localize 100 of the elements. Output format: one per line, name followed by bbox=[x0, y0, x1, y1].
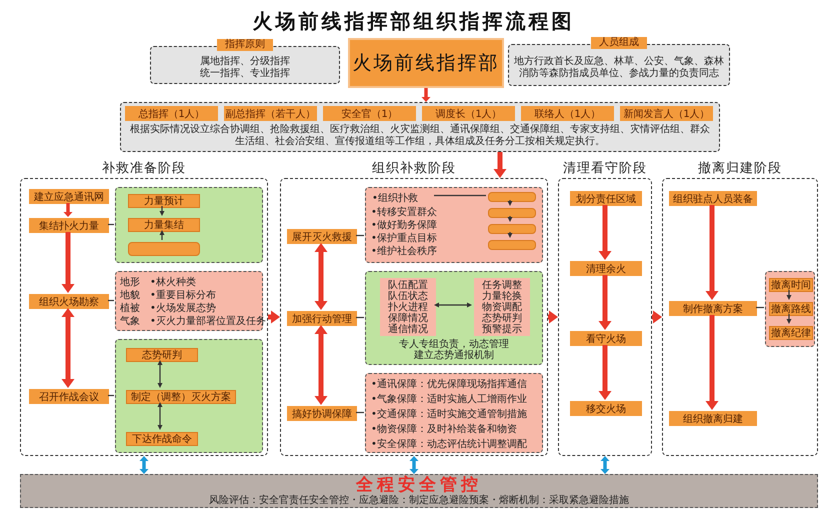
step-box bbox=[488, 224, 536, 234]
info-text: 地形 bbox=[120, 276, 141, 289]
role-band bbox=[120, 102, 720, 152]
process-box: 组织驻点人员装备 bbox=[669, 191, 757, 206]
step-box: 力量预计 bbox=[128, 194, 200, 208]
process-box: 搞好协调保障 bbox=[287, 406, 357, 421]
bullet-item: •物资保障：及时补给装备和物资 bbox=[371, 422, 518, 437]
arrow bbox=[158, 360, 162, 388]
info-text: 属地指挥、分级指挥 bbox=[200, 56, 290, 68]
bullet-item: •转移安置群众 bbox=[371, 206, 438, 219]
step-box: 力量集结 bbox=[128, 218, 200, 232]
connector-line bbox=[108, 300, 114, 302]
bullet-item: •安全保障：动态评估统计调整调配 bbox=[371, 438, 528, 452]
description-text: 根据实际情况设立综合协调组、抢险救援组、医疗救治组、火灾监测组、通讯保障组、交通保障组、专家支持组、灾情评估组、群众生活组、社会治安组、宣传报道组等工作组，具体组成及任务分工按相关规定执行。 bbox=[129, 124, 711, 148]
step-box: 撤离时间 bbox=[769, 278, 813, 292]
arrow bbox=[268, 312, 280, 322]
panel-tag: 人员组成 bbox=[591, 37, 647, 49]
info-text: 地方行政首长及应急、林草、公安、气象、森林消防等森防指成员单位、参战力量的负责同志 bbox=[513, 56, 725, 80]
phase-heading: 清理看守阶段 bbox=[563, 160, 647, 177]
info-column: 队伍配置 队伍状态 扑火进程 保障情况 通信情况 bbox=[380, 278, 436, 336]
info-text: •灭火力量部署位置及任务 bbox=[150, 315, 266, 328]
process-box: 召开作战会议 bbox=[29, 389, 109, 404]
phase-heading: 补救准备阶段 bbox=[102, 160, 186, 177]
process-box: 加强行动管理 bbox=[287, 311, 357, 326]
connector-line bbox=[108, 224, 114, 226]
connector-line bbox=[356, 316, 364, 318]
task-panel bbox=[765, 271, 815, 347]
connector-line bbox=[434, 194, 486, 196]
arrow bbox=[786, 314, 792, 324]
phase-heading: 撤离归建阶段 bbox=[698, 160, 782, 177]
info-text: 气象 bbox=[120, 315, 141, 328]
arrow bbox=[160, 206, 164, 216]
step-box: 下达作战命令 bbox=[126, 432, 198, 446]
info-text: 植被 bbox=[120, 302, 141, 315]
arrow bbox=[508, 216, 512, 222]
connector-line bbox=[108, 394, 114, 396]
arrow bbox=[434, 302, 472, 308]
process-box: 清理余火 bbox=[570, 261, 642, 276]
task-panel bbox=[115, 187, 263, 263]
connector-line bbox=[356, 234, 364, 236]
bullet-item: •维护社会秩序 bbox=[371, 245, 438, 258]
bullet-item: •组织扑救 bbox=[372, 193, 436, 205]
arrow bbox=[508, 200, 512, 206]
process-box: 集结扑火力量 bbox=[29, 218, 109, 233]
bullet-item: •交通保障：适时实施交通管制措施 bbox=[371, 408, 528, 422]
info-text: •重要目标分布 bbox=[150, 289, 217, 302]
info-text: •林火种类 bbox=[150, 276, 197, 289]
arrow bbox=[600, 205, 610, 260]
process-box: 看守火场 bbox=[570, 331, 642, 346]
phase-heading: 组织补救阶段 bbox=[372, 160, 456, 177]
connector-line bbox=[356, 412, 364, 414]
step-box: 撤离路线 bbox=[769, 302, 813, 316]
process-box: 展开灭火救援 bbox=[287, 229, 357, 244]
band-title: 全程安全管控 bbox=[356, 476, 482, 494]
process-box: 组织火场勘察 bbox=[29, 294, 109, 309]
role-tag: 副总指挥（若干人） bbox=[224, 106, 317, 121]
step-box: 撤离纪律 bbox=[769, 326, 813, 340]
arrow bbox=[600, 345, 610, 400]
step-box: 态势研判 bbox=[126, 348, 198, 362]
role-tag: 安全官（1） bbox=[323, 106, 416, 121]
arrow bbox=[412, 456, 416, 474]
info-text: •火场发展态势 bbox=[150, 302, 217, 315]
description-text: 风险评估：安全官责任安全管控・应急避险：制定应急避险预案・熔断机制：采取紧急避险措施 bbox=[209, 494, 629, 506]
arrow bbox=[708, 315, 716, 410]
step-box bbox=[488, 192, 536, 202]
arrow bbox=[424, 88, 428, 102]
arrow bbox=[508, 232, 512, 238]
role-tag: 调度长（1人） bbox=[422, 106, 515, 121]
note-text: 专人专组负责，动态管理 bbox=[399, 339, 509, 350]
arrow bbox=[316, 243, 326, 310]
arrow bbox=[142, 456, 146, 474]
arrow bbox=[602, 456, 608, 474]
task-panel bbox=[365, 373, 543, 453]
command-box: 火场前线指挥部 bbox=[348, 38, 504, 88]
process-box: 移交火场 bbox=[570, 401, 642, 416]
process-box: 制作撤离方案 bbox=[669, 301, 757, 316]
step-box: 制定（调整）灭火方案 bbox=[126, 390, 236, 404]
bullet-item: •气象保障：适时实施人工增雨作业 bbox=[371, 392, 528, 407]
process-box: 划分责任区域 bbox=[570, 191, 642, 206]
role-tag: 总指挥（1人） bbox=[125, 106, 218, 121]
arrow bbox=[64, 308, 72, 388]
role-tag: 新闻发言人（1人） bbox=[620, 106, 713, 121]
step-box bbox=[128, 242, 200, 256]
arrow bbox=[66, 203, 70, 217]
arrow bbox=[64, 232, 72, 293]
panel-tag: 指挥原则 bbox=[217, 39, 273, 51]
note-text: 建立态势通报机制 bbox=[414, 350, 494, 361]
role-tag: 联络人（1人） bbox=[521, 106, 614, 121]
process-box: 组织撤离归建 bbox=[669, 411, 757, 426]
bullet-item: •做好勤务保障 bbox=[371, 219, 438, 232]
arrow bbox=[496, 152, 504, 178]
safety-band bbox=[20, 474, 818, 508]
info-column: 任务调整 力量轮换 物资调配 态势研判 预警提示 bbox=[474, 278, 530, 336]
task-panel bbox=[365, 187, 543, 263]
step-box bbox=[488, 208, 536, 218]
arrow bbox=[600, 275, 610, 330]
arrow bbox=[158, 402, 162, 430]
info-text: 统一指挥、专业指挥 bbox=[200, 68, 290, 80]
diagram-title: 火场前线指挥部组织指挥流程图 bbox=[252, 8, 576, 35]
arrow bbox=[160, 230, 164, 240]
